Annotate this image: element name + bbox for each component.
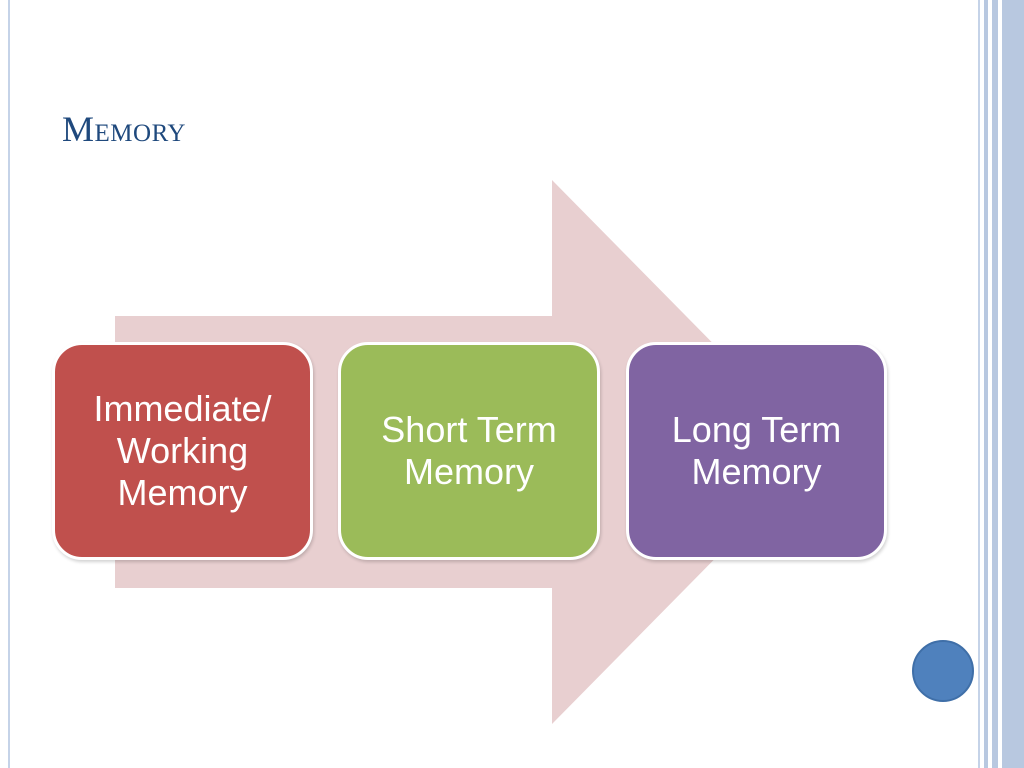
right-decorative-stripes xyxy=(978,0,1024,768)
stage-label: Long Term Memory xyxy=(671,409,842,492)
slide-title: Memory xyxy=(62,109,186,149)
stage-immediate-working-memory: Immediate/ Working Memory xyxy=(52,342,313,560)
stage-long-term-memory: Long Term Memory xyxy=(626,342,887,560)
nav-dot-icon xyxy=(912,640,974,702)
stage-label: Short Term Memory xyxy=(381,409,557,492)
left-border-rule xyxy=(8,0,10,768)
stage-short-term-memory: Short Term Memory xyxy=(338,342,600,560)
stage-label: Immediate/ Working Memory xyxy=(93,388,272,513)
